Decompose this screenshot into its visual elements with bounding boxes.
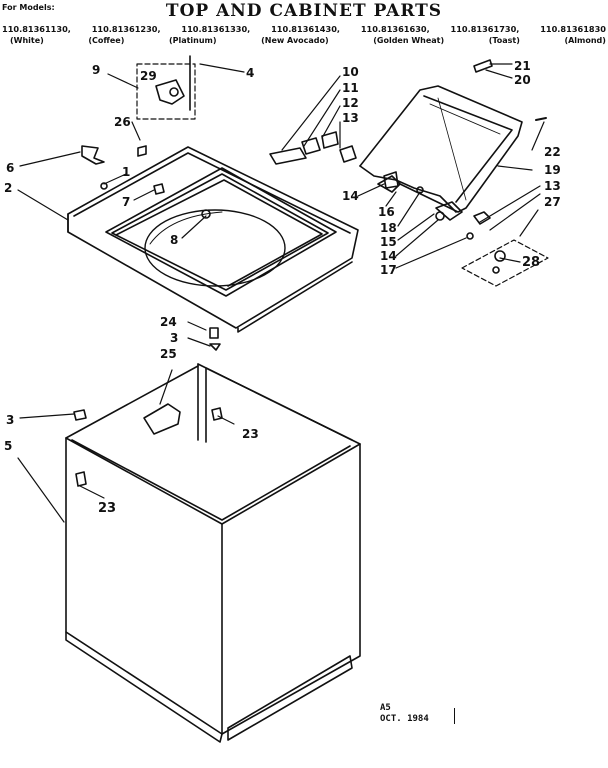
model-number: 110.81361230,	[91, 24, 161, 34]
callout-6: 6	[6, 161, 14, 175]
callout-20: 20	[514, 73, 531, 87]
callout-21: 21	[514, 59, 531, 73]
model-color: (Coffee)	[88, 36, 125, 45]
callouts: 4 9 29 26 6 1 2 7 8 10 11 12 13 14 16 18…	[4, 59, 561, 516]
footer-code: A5	[380, 703, 391, 713]
callout-9: 9	[92, 63, 100, 77]
callout-24: 24	[160, 315, 177, 329]
callout-10: 10	[342, 65, 359, 79]
callout-3a: 3	[170, 331, 178, 345]
callout-5: 5	[4, 439, 12, 453]
model-color: (New Avocado)	[261, 36, 329, 45]
for-models-label: For Models:	[2, 3, 55, 12]
footer: A5 OCT. 1984	[380, 703, 455, 725]
lid-opening-circle	[144, 209, 286, 287]
callout-14b: 14	[380, 249, 397, 263]
model-number: 110.81361830	[540, 24, 606, 34]
callout-26: 26	[114, 115, 131, 129]
cabinet	[65, 363, 361, 743]
leader-lines	[17, 63, 545, 523]
callout-23a: 23	[242, 427, 259, 441]
model-number: 110.81361730,	[450, 24, 520, 34]
callout-19: 19	[544, 163, 561, 177]
model-color: (Golden Wheat)	[373, 36, 445, 45]
header: For Models: TOP AND CABINET PARTS 110.81…	[0, 0, 608, 52]
callout-12: 12	[342, 96, 359, 110]
lid-switch-box	[461, 239, 549, 287]
callout-4: 4	[246, 66, 254, 80]
cabinet-bracket	[143, 403, 181, 435]
model-number: 110.81361330,	[181, 24, 251, 34]
callout-2: 2	[4, 181, 12, 195]
control-switch	[136, 55, 196, 120]
callout-29: 29	[140, 69, 157, 83]
callout-3b: 3	[6, 413, 14, 427]
page-title: TOP AND CABINET PARTS	[165, 1, 443, 21]
model-numbers: 110.81361130, 110.81361230, 110.81361330…	[2, 24, 606, 34]
callout-11: 11	[342, 81, 359, 95]
small-fasteners	[73, 59, 547, 487]
washer-top	[67, 146, 359, 333]
callout-13b: 13	[544, 179, 561, 193]
footer-date: OCT. 1984	[380, 714, 429, 724]
model-color: (Platinum)	[168, 36, 217, 45]
footer-divider	[454, 708, 455, 724]
callout-17: 17	[380, 263, 397, 277]
callout-27: 27	[544, 195, 561, 209]
callout-16: 16	[378, 205, 395, 219]
callout-28: 28	[522, 255, 540, 270]
model-number: 110.81361630,	[360, 24, 430, 34]
lid	[359, 85, 523, 213]
callout-18: 18	[380, 221, 397, 235]
callout-13a: 13	[342, 111, 359, 125]
callout-23b: 23	[98, 501, 116, 516]
lid-hinges	[377, 175, 491, 225]
callout-22: 22	[544, 145, 561, 159]
model-color: (White)	[10, 36, 44, 45]
callout-7: 7	[122, 195, 130, 209]
callout-14a: 14	[342, 189, 359, 203]
model-number: 110.81361130,	[2, 24, 71, 34]
model-color: (Toast)	[488, 36, 520, 45]
callout-1: 1	[122, 165, 130, 179]
callout-25: 25	[160, 347, 177, 361]
model-colors: (White) (Coffee) (Platinum) (New Avocado…	[2, 36, 606, 45]
model-number: 110.81361430,	[271, 24, 340, 34]
hinge-bracket	[81, 145, 105, 165]
model-color: (Almond)	[564, 36, 606, 45]
callout-15: 15	[380, 235, 397, 249]
callout-8: 8	[170, 233, 178, 247]
